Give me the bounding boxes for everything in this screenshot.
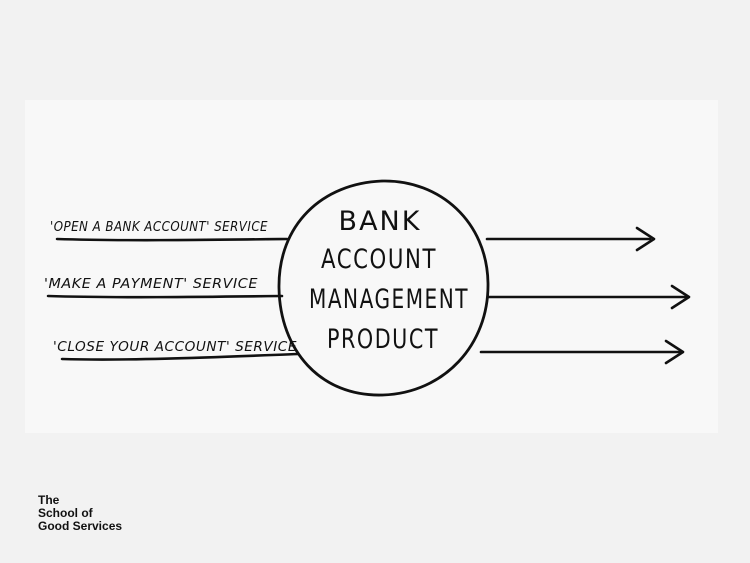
output-arrowhead-2	[670, 284, 691, 310]
product-label-line-4: PRODUCT	[327, 324, 439, 355]
input-line-make-payment	[46, 294, 284, 299]
logo-line-1: The	[38, 493, 60, 507]
logo-line-3: Good Services	[38, 519, 123, 533]
product-label-line-3: MANAGEMENT	[309, 284, 469, 315]
diagram-panel	[25, 100, 718, 433]
product-label-line-1: BANK	[339, 206, 422, 237]
input-line-close-account	[60, 352, 300, 361]
output-arrowhead-3	[664, 339, 685, 365]
product-label-line-2: ACCOUNT	[321, 244, 437, 275]
product-circle	[277, 179, 490, 397]
logo-line-2: School of	[38, 506, 93, 520]
service-label-close-account: 'CLOSE YOUR ACCOUNT' SERVICE	[53, 340, 297, 355]
input-line-open-account	[55, 237, 289, 242]
output-arrowhead-1	[635, 226, 656, 252]
school-of-good-services-logo: The School of Good Services	[38, 494, 122, 533]
service-label-make-payment: 'MAKE A PAYMENT' SERVICE	[44, 277, 258, 292]
service-label-open-account: 'OPEN A BANK ACCOUNT' SERVICE	[50, 220, 268, 235]
